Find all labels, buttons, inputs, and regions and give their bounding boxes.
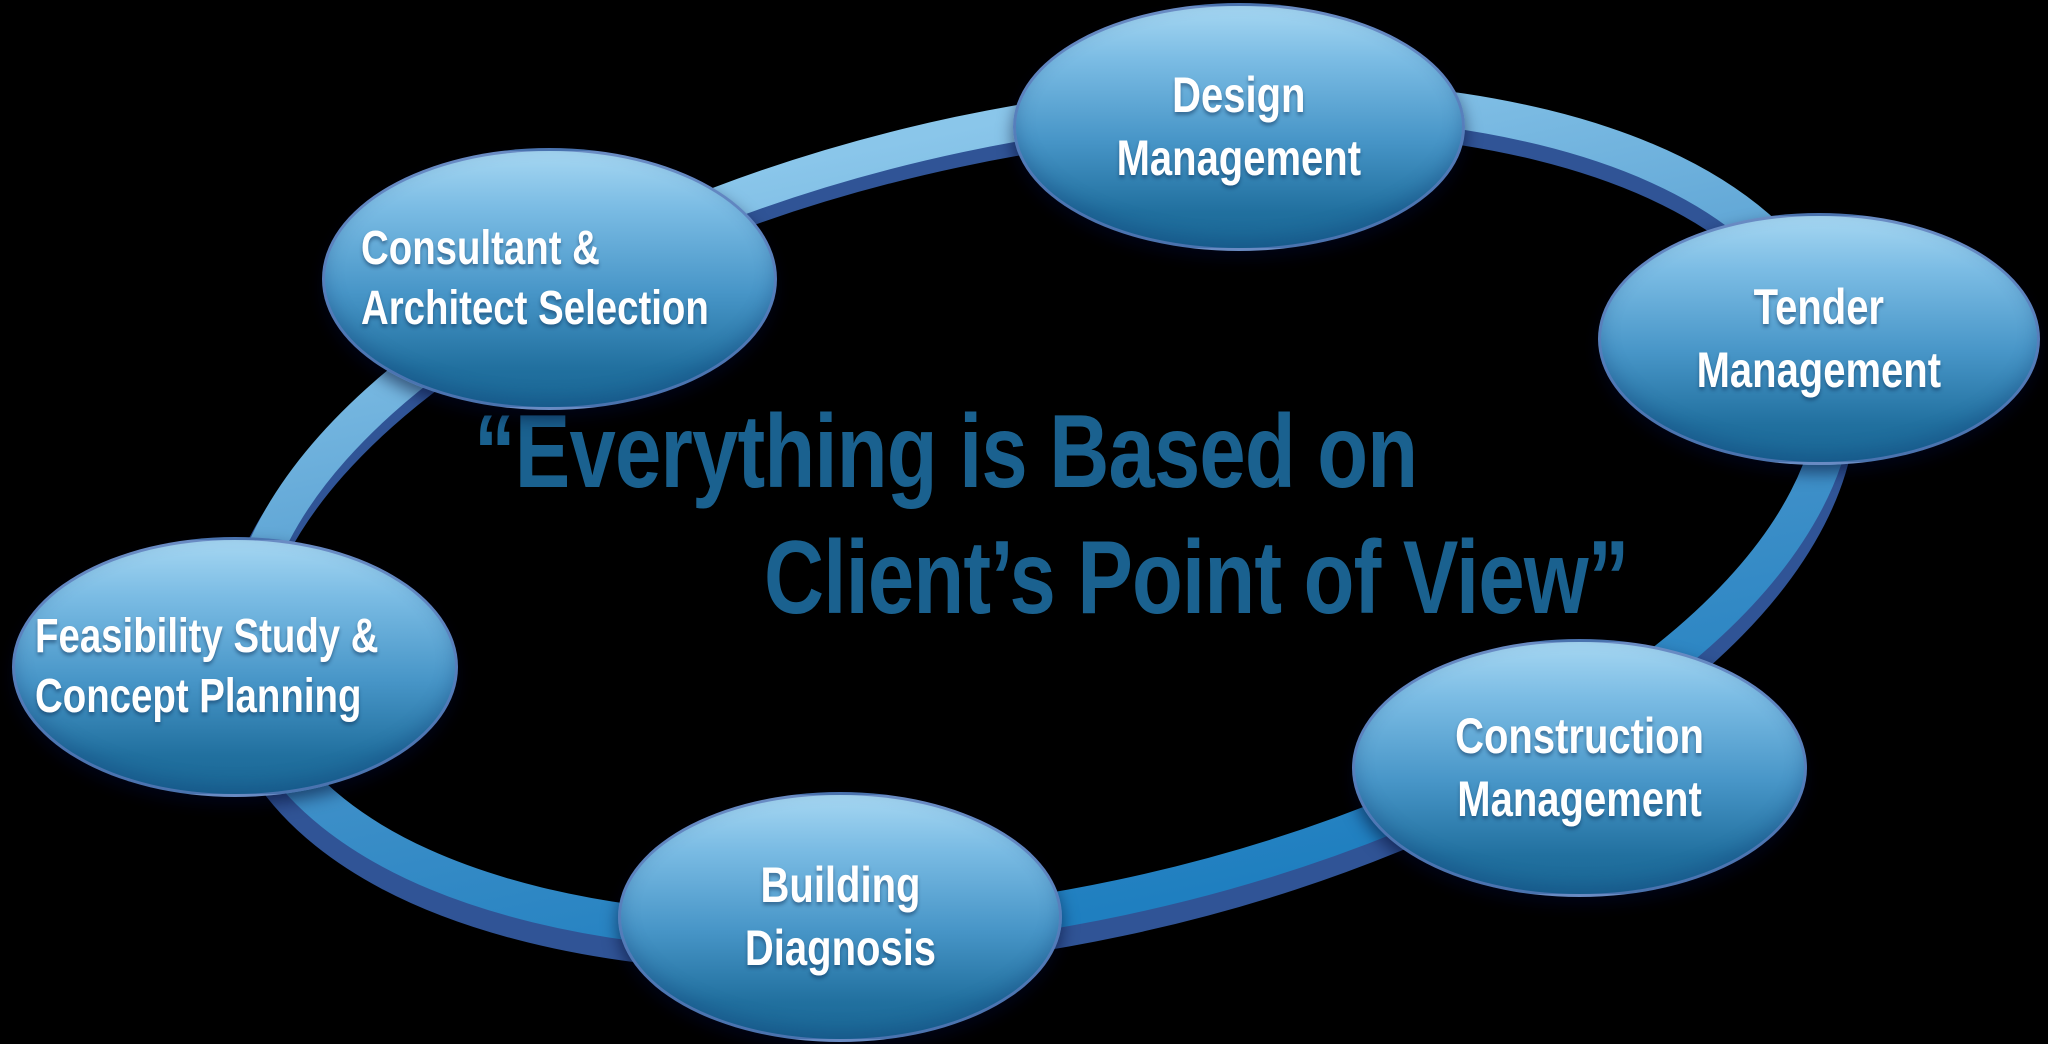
bubble-building-diagnosis: Building Diagnosis	[618, 792, 1062, 1042]
bubble-label: Consultant & Architect Selection	[361, 219, 709, 340]
bubble-label-line1: Tender	[1753, 279, 1885, 335]
bubble-consultant-architect: Consultant & Architect Selection	[322, 148, 777, 410]
bubble-label: Tender Management	[1697, 276, 1942, 402]
bubble-construction-management: Construction Management	[1352, 639, 1807, 897]
quote-line-1: “Everything is Based on	[474, 394, 1418, 510]
quote-line-2: Client’s Point of View”	[764, 520, 1629, 636]
bubble-label: Construction Management	[1455, 705, 1704, 831]
bubble-label-line1: Construction	[1455, 708, 1704, 764]
bubble-label: Building Diagnosis	[744, 854, 935, 980]
bubble-label: Design Management	[1117, 64, 1362, 190]
bubble-feasibility-study: Feasibility Study & Concept Planning	[12, 537, 458, 797]
bubble-design-management: Design Management	[1013, 3, 1465, 251]
bubble-label-line2: Management	[1457, 771, 1702, 827]
bubble-label-line2: Management	[1116, 130, 1362, 186]
bubble-label-line1: Design	[1172, 67, 1306, 123]
bubble-label-line2: Architect Selection	[361, 282, 709, 335]
bubble-label-line1: Consultant &	[361, 221, 600, 275]
bubble-label-line2: Diagnosis	[744, 920, 936, 976]
bubble-label-line2: Management	[1696, 342, 1942, 398]
bubble-label-line2: Concept Planning	[35, 670, 362, 723]
bubble-label-line1: Building	[760, 857, 920, 913]
bubble-label: Feasibility Study & Concept Planning	[35, 607, 379, 728]
bubble-label-line1: Feasibility Study &	[35, 609, 379, 663]
bubble-tender-management: Tender Management	[1598, 213, 2040, 465]
